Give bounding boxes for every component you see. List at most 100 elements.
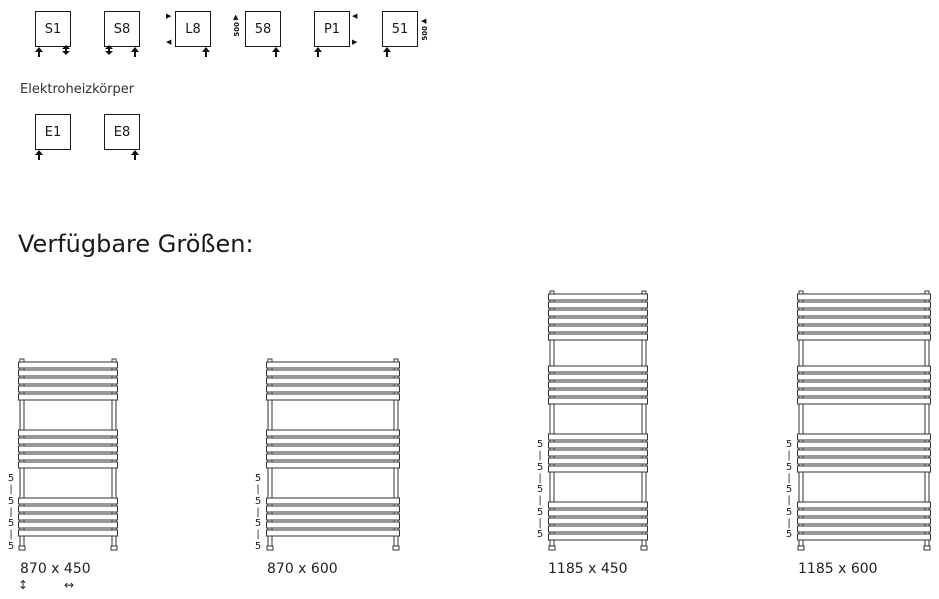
- radiator-bar: [266, 429, 400, 437]
- electric-section-label: Elektroheizkörper: [20, 82, 135, 97]
- radiator-bar: [797, 389, 931, 397]
- radiator-bar: [797, 433, 931, 441]
- dimension-column: 5 | 5 | 5 | 5 | 5: [784, 439, 794, 541]
- radiator-bar: [548, 533, 648, 541]
- radiator-bar: [548, 301, 648, 309]
- radiator-bar: [548, 381, 648, 389]
- radiator-bar: [797, 449, 931, 457]
- connection-58-box[interactable]: 58: [245, 11, 281, 47]
- dimension-separator: |: [538, 518, 542, 530]
- radiator-bar: [797, 317, 931, 325]
- radiator-foot: [548, 545, 556, 551]
- dimension-column: 5 | 5 | 5 | 5 | 5: [535, 439, 545, 541]
- pipe-connector-icon: [272, 47, 280, 57]
- size-label-1185x450: 1185 x 450: [548, 561, 628, 577]
- dimension-column: 5 | 5 | 5 | 5: [6, 473, 16, 552]
- radiator-bar: [797, 465, 931, 473]
- radiator-bar: [548, 309, 648, 317]
- dimension-value: 5: [536, 506, 544, 518]
- radiator-bar: [548, 389, 648, 397]
- spacing-500-mark: 500: [233, 22, 241, 37]
- arrow-left-icon: ◀: [421, 17, 427, 25]
- dimension-separator: |: [9, 529, 13, 541]
- radiator-bar: [18, 369, 118, 377]
- radiator-870x600-drawing: [266, 358, 400, 551]
- connection-l8-box[interactable]: L8: [175, 11, 211, 47]
- pipe-connector-icon: [105, 45, 113, 55]
- radiator-foot: [640, 545, 648, 551]
- pipe-connector-icon: [35, 47, 43, 57]
- dimension-separator: |: [538, 495, 542, 507]
- radiator-1185x450-drawing: [548, 290, 648, 551]
- radiator-bar: [548, 465, 648, 473]
- dimension-value: 5: [536, 484, 544, 496]
- radiator-foot: [18, 545, 26, 551]
- dimension-separator: |: [538, 450, 542, 462]
- radiator-foot: [392, 545, 400, 551]
- radiator-bar: [18, 429, 118, 437]
- dimension-value: 5: [536, 461, 544, 473]
- connection-51-box[interactable]: 51: [382, 11, 418, 47]
- dimension-separator: |: [538, 472, 542, 484]
- radiator-bar: [18, 385, 118, 393]
- dimension-separator: |: [256, 484, 260, 496]
- radiator-bar: [548, 365, 648, 373]
- page-heading: Verfügbare Größen:: [18, 230, 254, 258]
- radiator-bar: [797, 441, 931, 449]
- radiator-bar: [18, 497, 118, 505]
- arrow-left-icon: ◀: [352, 12, 358, 20]
- radiator-bar: [266, 369, 400, 377]
- radiator-bar: [18, 461, 118, 469]
- radiator-bar: [266, 453, 400, 461]
- radiator-bar: [797, 517, 931, 525]
- radiator-bar: [266, 461, 400, 469]
- connection-e8-box[interactable]: E8: [104, 114, 140, 150]
- dimension-separator: |: [256, 506, 260, 518]
- radiator-1185x600-drawing: [797, 290, 931, 551]
- dimension-separator: |: [787, 450, 791, 462]
- radiator-bar: [548, 509, 648, 517]
- connection-s8-box[interactable]: S8: [104, 11, 140, 47]
- connection-s1-label: S1: [44, 21, 62, 37]
- dimension-value: 5: [7, 540, 15, 552]
- arrow-left-icon: ◀: [166, 38, 172, 46]
- connection-p1-box[interactable]: P1: [314, 11, 350, 47]
- radiator-bar: [797, 457, 931, 465]
- arrow-right-icon: ▶: [352, 38, 358, 46]
- dimension-value: 5: [785, 506, 793, 518]
- radiator-bar: [18, 529, 118, 537]
- radiator-bar: [548, 373, 648, 381]
- connection-e1-box[interactable]: E1: [35, 114, 71, 150]
- radiator-bar: [797, 381, 931, 389]
- connection-s1-box[interactable]: S1: [35, 11, 71, 47]
- size-label-870x600: 870 x 600: [267, 561, 338, 577]
- connection-l8-label: L8: [185, 21, 201, 37]
- radiator-bar: [548, 317, 648, 325]
- radiator-bar: [266, 497, 400, 505]
- dimension-value: 5: [254, 473, 262, 484]
- pipe-connector-icon: [62, 45, 70, 55]
- radiator-foot: [923, 545, 931, 551]
- radiator-bar: [18, 361, 118, 369]
- dimension-separator: |: [787, 495, 791, 507]
- pipe-connector-icon: [202, 47, 210, 57]
- radiator-bar: [548, 525, 648, 533]
- radiator-bar: [548, 517, 648, 525]
- radiator-bar: [548, 457, 648, 465]
- radiator-bar: [18, 445, 118, 453]
- spacing-500-mark: 500: [421, 26, 429, 41]
- arrow-up-icon: ▲: [233, 13, 239, 21]
- height-arrow-icon: ↕: [18, 578, 29, 592]
- radiator-bar: [266, 385, 400, 393]
- radiator-bar: [797, 309, 931, 317]
- radiator-bar: [266, 393, 400, 401]
- pipe-connector-icon: [314, 47, 322, 57]
- size-label-1185x600: 1185 x 600: [798, 561, 878, 577]
- radiator-bar: [266, 521, 400, 529]
- radiator-foot: [266, 545, 274, 551]
- radiator-bar: [266, 361, 400, 369]
- connection-s8-label: S8: [113, 21, 131, 37]
- radiator-bar: [266, 505, 400, 513]
- connection-58-label: 58: [254, 21, 272, 37]
- dimension-column: 5 | 5 | 5 | 5: [253, 473, 263, 552]
